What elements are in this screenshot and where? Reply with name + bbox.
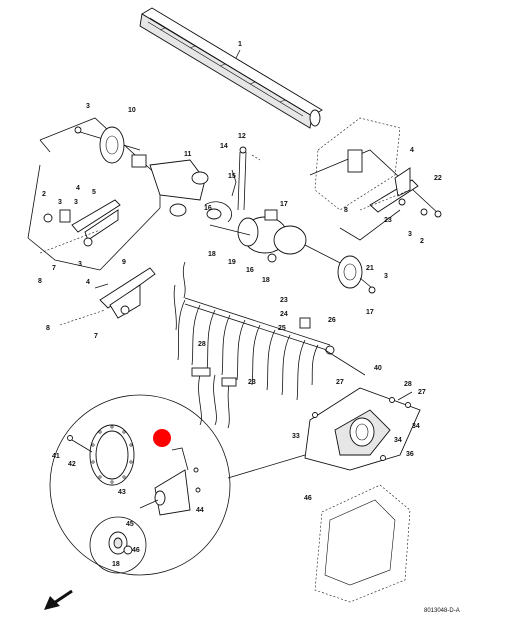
callout-8-lower: 8	[46, 325, 50, 332]
callout-3-right: 3	[384, 273, 388, 280]
callout-15: 15	[228, 173, 236, 180]
ghost-plate-upper	[314, 117, 401, 211]
callout-28-right: 28	[404, 381, 412, 388]
callout-21: 22	[434, 175, 442, 182]
callout-33-right: 34	[412, 423, 420, 430]
callout-27-right: 27	[418, 389, 426, 396]
part-10-flange	[74, 126, 147, 168]
callout-27-center: 27	[336, 379, 344, 386]
callout-17-lower: 17	[366, 309, 374, 316]
callout-1: 1	[238, 41, 242, 48]
callout-16-upper: 16	[204, 205, 212, 212]
callout-36: 40	[374, 365, 382, 372]
callout-20: 21	[366, 265, 374, 272]
callout-4-right: 4	[410, 147, 414, 154]
part-6-bracket	[39, 199, 121, 254]
callout-24: 24	[280, 311, 288, 318]
callout-3-bracket: 3	[78, 261, 82, 268]
callout-45: 46	[132, 547, 140, 554]
callout-18-left: 18	[208, 251, 216, 258]
reel-with-tines	[173, 261, 366, 429]
callout-41: 42	[68, 461, 76, 468]
callout-34: 36	[406, 451, 414, 458]
callout-17-upper: 17	[280, 201, 288, 208]
callout-46: 46	[304, 495, 312, 502]
callout-3-left: 3	[58, 199, 62, 206]
callout-3-right-b: 3	[408, 231, 412, 238]
reference-code: 8013048-D-A	[424, 608, 460, 614]
part-33-plate	[304, 387, 421, 471]
callout-5: 5	[92, 189, 96, 196]
callout-8-right: 8	[344, 207, 348, 214]
part-20-flange	[337, 255, 376, 294]
direction-arrow-icon	[44, 589, 73, 610]
callout-9: 9	[122, 259, 126, 266]
frame-outline-right	[309, 149, 442, 241]
callout-23: 23	[280, 297, 288, 304]
callout-16-lower: 16	[246, 267, 254, 274]
callout-42: 43	[118, 489, 126, 496]
callout-40: 41	[52, 453, 60, 460]
part-12-upright	[231, 146, 261, 211]
callout-19: 19	[228, 259, 236, 266]
callout-33-lower: 34	[394, 437, 402, 444]
callout-10: 10	[128, 107, 136, 114]
detail-view	[49, 394, 306, 576]
callout-22-right: 23	[384, 217, 392, 224]
callout-2-left: 2	[42, 191, 46, 198]
center-drive	[209, 209, 351, 269]
callout-26: 26	[328, 317, 336, 324]
callout-18-detail: 18	[112, 561, 120, 568]
callout-22-lower: 23	[248, 379, 256, 386]
part-9-bracket	[59, 267, 156, 326]
callout-4-left: 4	[76, 185, 80, 192]
callout-3-mid: 3	[74, 199, 78, 206]
callout-4-lower: 4	[86, 279, 90, 286]
callout-12: 12	[238, 133, 246, 140]
callout-44: 45	[126, 521, 134, 528]
part-46-ghost-plate	[314, 484, 411, 603]
callout-43: 44	[196, 507, 204, 514]
part-11-housing	[149, 159, 232, 223]
callout-2-right: 2	[420, 238, 424, 245]
callout-28-left: 28	[198, 341, 206, 348]
callout-7-lower: 7	[94, 333, 98, 340]
part-1-auger	[139, 7, 323, 129]
callout-labels: 1 3 10 11 12 14 15 2 4 5 3 3 7 3 8 9 4 8…	[38, 41, 442, 568]
callout-7-left: 7	[52, 265, 56, 272]
callout-25: 25	[278, 325, 286, 332]
callout-8-left: 8	[38, 278, 42, 285]
callout-14: 14	[220, 143, 228, 150]
callout-32: 33	[292, 433, 300, 440]
callout-3: 3	[86, 103, 90, 110]
callout-11: 11	[184, 151, 192, 158]
highlight-marker	[153, 429, 171, 447]
callout-18-lower: 18	[262, 277, 270, 284]
